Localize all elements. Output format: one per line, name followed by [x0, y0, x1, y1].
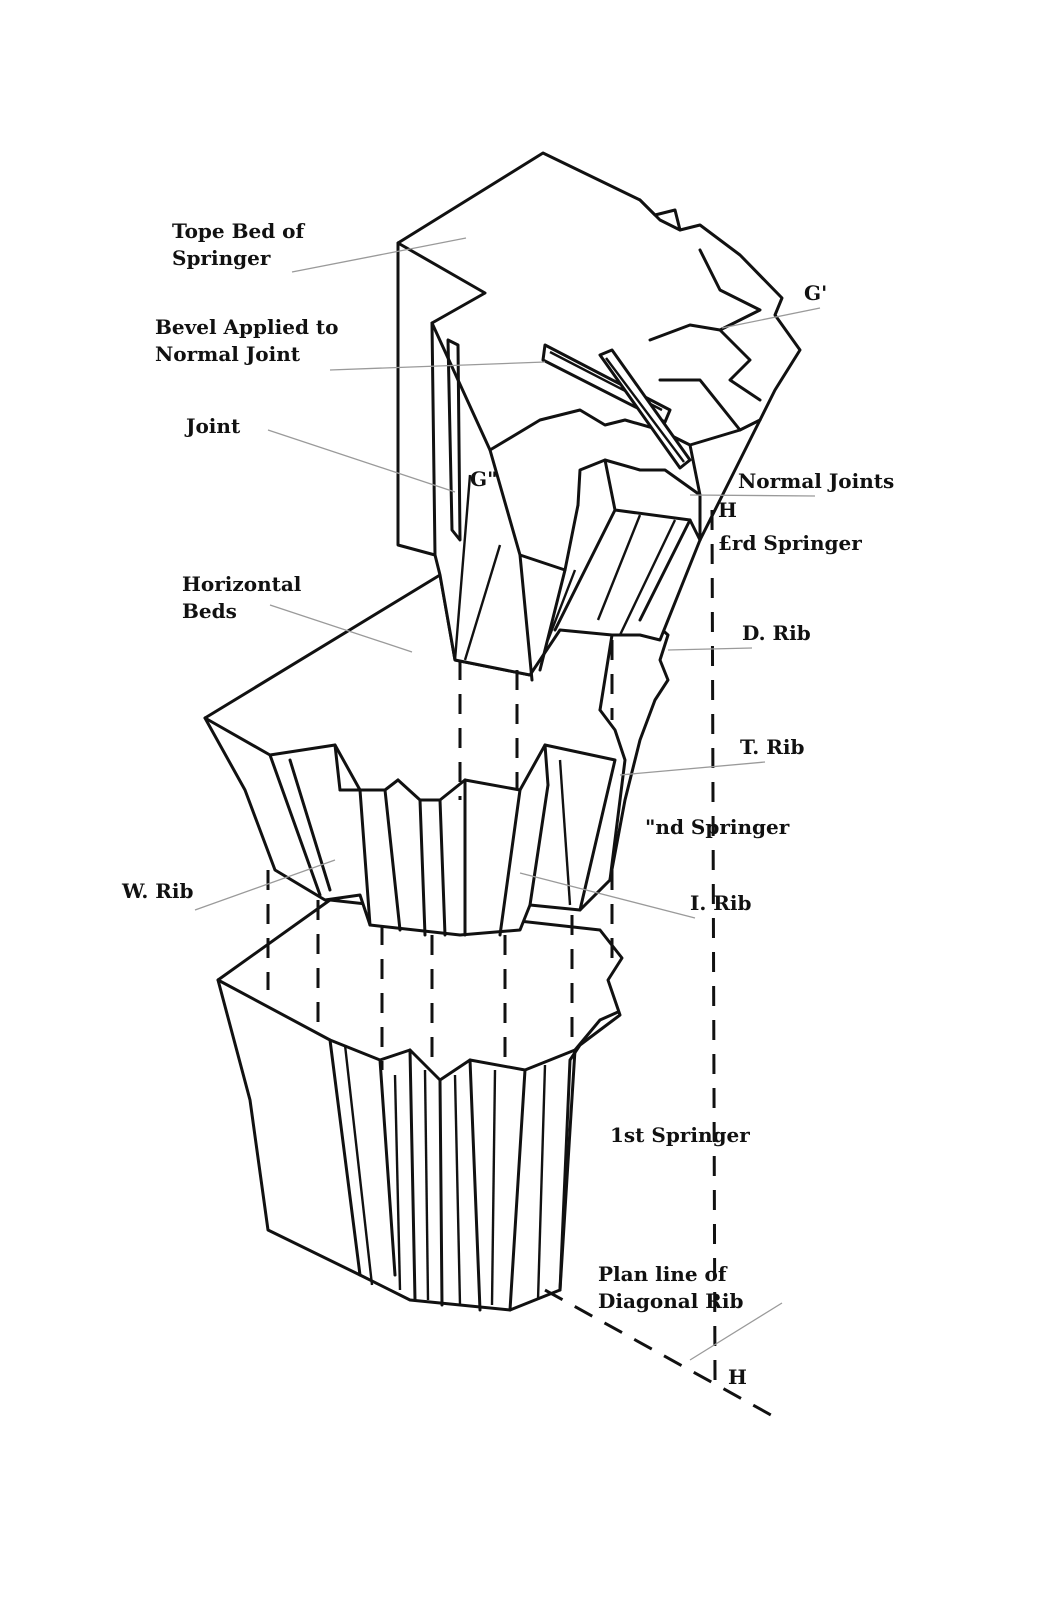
label-point-h-bottom: H [728, 1365, 747, 1389]
label-plan-line-line2: Diagonal Rib [598, 1289, 744, 1313]
first-springer-block [216, 898, 624, 1312]
label-normal-joints: Normal Joints [738, 469, 894, 493]
label-point-h-top: H [718, 498, 737, 522]
label-d-rib: D. Rib [742, 621, 811, 645]
label-third-springer: £rd Springer [718, 531, 862, 555]
label-top-bed-line1: Tope Bed of [172, 219, 306, 243]
label-first-springer: 1st Springer [610, 1123, 750, 1147]
second-springer-block [203, 573, 670, 937]
leader-lines [194, 237, 821, 1361]
label-w-rib: W. Rib [121, 879, 193, 903]
label-g-prime: G' [804, 281, 827, 305]
label-top-bed-line2: Springer [172, 246, 271, 270]
label-t-rib: T. Rib [740, 735, 804, 759]
label-horizontal-line1: Horizontal [182, 572, 302, 596]
label-plan-line-line1: Plan line of [598, 1262, 728, 1286]
label-i-rib: I. Rib [690, 891, 752, 915]
label-joint: Joint [184, 414, 241, 438]
label-second-springer: "nd Springer [645, 815, 790, 839]
label-bevel-line2: Normal Joint [155, 342, 301, 366]
label-g-double-prime: G" [470, 467, 498, 491]
construction-lines [266, 509, 781, 1422]
label-horizontal-line2: Beds [182, 599, 237, 623]
labels: Tope Bed of Springer Bevel Applied to No… [121, 219, 894, 1389]
bevel-tool [541, 343, 692, 470]
third-springer-block [396, 151, 802, 682]
label-bevel-line1: Bevel Applied to [155, 315, 338, 339]
